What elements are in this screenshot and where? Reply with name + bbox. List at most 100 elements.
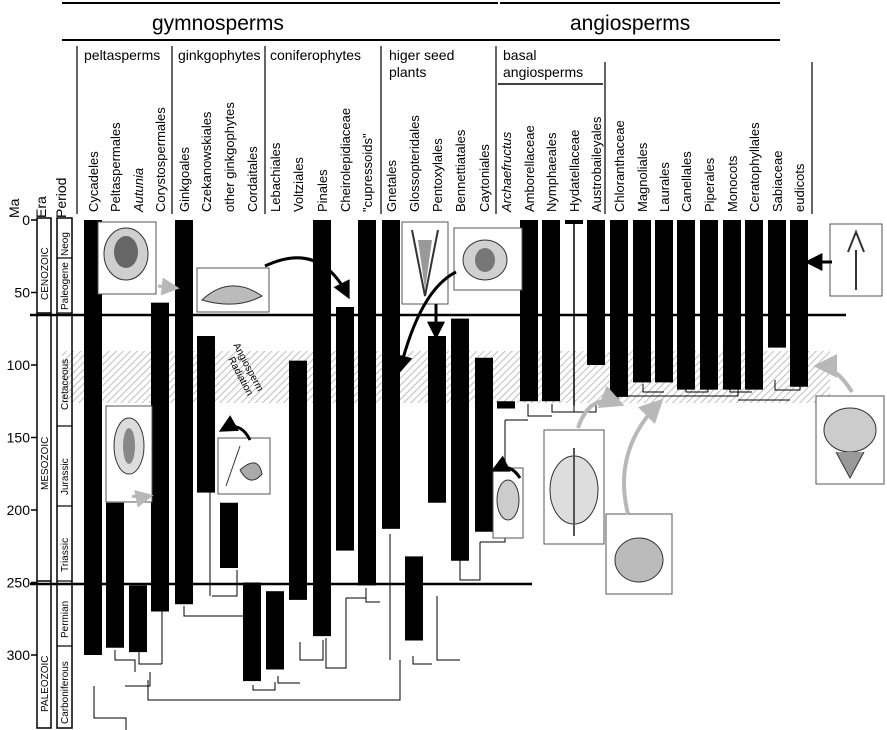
illustration-gnetales: [402, 222, 448, 304]
era-label: Era: [33, 196, 49, 218]
range-bar: [106, 503, 124, 648]
range-bar: [382, 220, 400, 529]
range-bar: [723, 220, 741, 390]
ma-tick-label: 250: [7, 575, 31, 591]
period-column: Neog Paleogene Cretaceous Jurassic Trias…: [57, 218, 72, 728]
period-jurassic: Jurassic: [60, 458, 71, 495]
coniferophytes-label: coniferophytes: [270, 47, 361, 63]
ma-tick-label: 0: [22, 212, 30, 228]
gymnosperms-header: gymnosperms: [152, 12, 284, 35]
taxon-label: Peltaspermales: [108, 122, 123, 212]
period-cretaceous: Cretaceous: [60, 359, 71, 410]
range-bar: [677, 220, 695, 390]
range-bar: [745, 220, 763, 390]
period-carboniferous: Carboniferous: [60, 661, 71, 724]
range-bar: [336, 307, 354, 551]
taxon-label: Sabiaceae: [770, 151, 785, 212]
taxon-label: Corystospermales: [153, 107, 168, 212]
range-bar: [700, 220, 718, 390]
taxon-label: Canellales: [679, 151, 694, 212]
taxon-label: Pentoxylales: [430, 138, 445, 212]
range-bar: [358, 220, 376, 585]
taxon-label: Amborellaceae: [522, 125, 537, 212]
taxon-label: "cupressoids": [360, 133, 375, 212]
range-bar: [542, 220, 560, 401]
ma-axis: 050100150200250300: [7, 212, 37, 663]
range-bar: [520, 220, 538, 401]
period-paleogene: Paleogene: [60, 262, 71, 310]
illustration-cycad-ovule: [98, 222, 156, 294]
illustration-amborella-flower: [544, 430, 604, 544]
taxon-label: Glossopteridales: [407, 115, 422, 212]
taxon-label: Hydatellaceae: [567, 130, 582, 212]
higher-seed-label-2: plants: [389, 64, 426, 80]
period-neogene: Neog: [60, 232, 71, 256]
illustration-eudicot-floret: [830, 224, 882, 296]
range-bar: [220, 503, 238, 568]
taxon-label: Autunia: [131, 168, 146, 213]
taxon-label: Piperales: [702, 157, 717, 212]
taxon-label: Bennettiatales: [453, 129, 468, 212]
illustration-magnolia-flower: [816, 396, 884, 484]
illustration-czekanowskiales: [218, 438, 270, 494]
range-bar: [313, 220, 331, 636]
range-bar: [428, 336, 446, 503]
illustration-ginkgo-seed: [197, 268, 269, 312]
ma-tick-label: 50: [14, 285, 30, 301]
ma-label: Ma: [6, 198, 22, 218]
basal-label-1: basal: [503, 47, 536, 63]
peltasperms-label: peltasperms: [84, 47, 160, 63]
higher-seed-label-1: higer seed: [389, 47, 454, 63]
taxon-label: Nymphaeales: [544, 132, 559, 212]
range-bar: [175, 220, 193, 604]
era-paleozoic: PALEOZOIC: [40, 656, 51, 713]
range-bar: [610, 220, 628, 397]
illustration-peltasperm-ovule: [106, 406, 152, 502]
angiosperms-header: angiosperms: [570, 12, 690, 35]
taxon-label: Lebachiales: [268, 142, 283, 212]
taxon-label: Chloranthaceae: [612, 120, 627, 212]
taxon-label: Ceratophyllales: [747, 122, 762, 212]
range-bar: [768, 220, 786, 348]
basal-label-2: angiosperms: [503, 64, 583, 80]
taxon-label: Cheirolepidiaceae: [338, 108, 353, 212]
taxon-label: Caytoniales: [477, 144, 492, 212]
taxon-label: Voltziales: [291, 157, 306, 212]
taxon-label: Cycadeles: [86, 151, 101, 212]
illustration-chloranthaceae-flower: [606, 514, 672, 594]
era-column: CENOZOIC MESOZOIC PALEOZOIC: [37, 218, 51, 728]
taxon-label: Cordaitales: [245, 146, 260, 212]
range-bar: [475, 358, 493, 532]
taxon-label: Czekanowskiales: [199, 111, 214, 212]
range-bar: [565, 220, 583, 224]
illustration-caytonia: [493, 468, 523, 538]
range-bar: [451, 319, 469, 561]
taxon-label: Archaefructus: [499, 131, 514, 213]
range-bar: [790, 220, 808, 387]
taxon-label: Austrobaileyales: [589, 116, 604, 212]
taxon-label: Ginkgoales: [177, 146, 192, 212]
range-bar: [497, 401, 515, 408]
range-bar: [243, 583, 261, 682]
period-label: Period: [53, 178, 69, 218]
ma-tick-label: 150: [7, 430, 31, 446]
range-bar: [289, 361, 307, 600]
range-bar: [197, 336, 215, 493]
era-cenozoic: CENOZOIC: [40, 247, 51, 300]
range-bar: [587, 220, 605, 365]
ma-tick-label: 300: [7, 647, 31, 663]
taxon-label: Monocots: [725, 155, 740, 212]
range-bar: [655, 220, 673, 382]
range-bar: [633, 220, 651, 382]
range-bar: [151, 303, 169, 612]
taxon-label: Gnetales: [384, 159, 399, 212]
era-mesozoic: MESOZOIC: [40, 437, 51, 490]
illustration-cupule: [454, 228, 522, 290]
taxon-label: Laurales: [657, 162, 672, 212]
range-bar: [129, 585, 147, 652]
taxon-label: Magnoliales: [635, 142, 650, 212]
range-bar: [405, 556, 423, 640]
ma-tick-label: 200: [7, 502, 31, 518]
